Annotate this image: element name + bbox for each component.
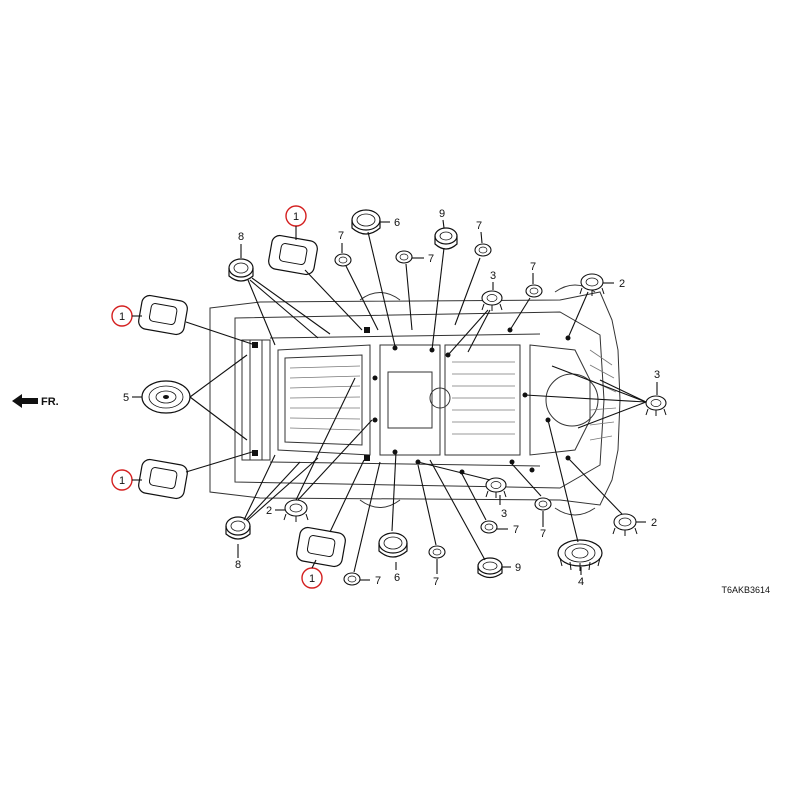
svg-text:7: 7	[433, 576, 439, 588]
svg-text:8: 8	[238, 231, 244, 243]
front-indicator-label: FR.	[41, 396, 59, 408]
svg-text:7: 7	[375, 575, 381, 587]
plug-7-bottom-c-icon	[480, 520, 498, 534]
callout-3-right: 3	[654, 369, 660, 395]
svg-text:9: 9	[439, 208, 445, 220]
callout-7-bottom-d: 7	[540, 511, 546, 540]
callout-6-bottom: 6	[394, 562, 400, 584]
svg-text:1: 1	[119, 475, 125, 487]
callout-6-top: 6	[380, 217, 400, 229]
svg-text:1: 1	[119, 311, 125, 323]
callout-9-top: 8	[238, 231, 244, 258]
plug-7-top-a-icon	[334, 253, 352, 267]
plug-7-top-c-icon	[474, 243, 492, 257]
svg-text:2: 2	[619, 278, 625, 290]
plug-8-bottom-icon	[477, 557, 503, 579]
callout-7-top-c: 7	[476, 220, 483, 244]
callout-1-left-lower: 1	[111, 469, 142, 491]
plug-3-top-icon	[481, 290, 503, 311]
grommet-1-left-upper-icon	[138, 294, 188, 336]
vehicle-underbody	[209, 284, 621, 516]
plug-2-right-bottom-icon	[612, 513, 638, 536]
svg-text:5: 5	[123, 392, 129, 404]
svg-text:7: 7	[428, 253, 434, 265]
svg-text:1: 1	[293, 211, 299, 223]
callout-4: 4	[578, 567, 584, 588]
plug-9-bottom-icon	[225, 516, 251, 540]
front-arrow-icon	[12, 394, 38, 408]
grommet-1-top-icon	[268, 234, 318, 276]
callout-3-bottom: 3	[499, 495, 507, 520]
plug-4-icon	[557, 539, 603, 571]
svg-text:7: 7	[530, 261, 536, 273]
svg-text:6: 6	[394, 217, 400, 229]
callout-7-top-b: 7	[412, 253, 434, 265]
plug-9-top-icon	[228, 258, 254, 282]
svg-text:9: 9	[515, 562, 521, 574]
callout-2-right-bottom: 2	[636, 517, 657, 529]
svg-text:3: 3	[490, 270, 496, 282]
callout-7-bottom-b: 7	[433, 559, 439, 588]
grommet-1-bottom-icon	[296, 526, 346, 568]
plug-5-icon	[141, 380, 191, 414]
plug-7-top-d-icon	[525, 284, 543, 298]
plug-3-right-icon	[645, 395, 667, 416]
plug-7-bottom-a-icon	[343, 572, 361, 586]
svg-text:2: 2	[651, 517, 657, 529]
svg-text:8: 8	[235, 559, 241, 571]
plug-8-top-icon	[434, 227, 458, 250]
svg-text:4: 4	[578, 576, 584, 588]
callout-3-top: 3	[490, 270, 496, 290]
callout-7-top-d: 7	[530, 261, 536, 284]
plug-3-bottom-icon	[485, 477, 507, 498]
svg-text:7: 7	[513, 524, 519, 536]
svg-text:7: 7	[476, 220, 482, 232]
leader-lines	[185, 231, 647, 573]
plug-2-right-top-icon	[579, 273, 605, 296]
callout-8-bottom: 9	[502, 562, 521, 574]
plug-7-top-b-icon	[395, 250, 413, 264]
svg-text:2: 2	[266, 505, 272, 517]
callout-9-bottom: 8	[235, 544, 241, 571]
callout-7-bottom-c: 7	[497, 524, 519, 536]
grommet-1-left-lower-icon	[138, 458, 188, 500]
plug-7-bottom-b-icon	[428, 545, 446, 559]
callout-5: 5	[123, 392, 142, 404]
callout-2-left-bottom: 2	[266, 505, 285, 517]
svg-text:7: 7	[338, 230, 344, 242]
svg-text:7: 7	[540, 528, 546, 540]
plug-2-left-bottom-icon	[283, 499, 309, 522]
svg-text:3: 3	[654, 369, 660, 381]
plug-6-bottom-icon	[378, 532, 408, 558]
callout-1-bottom: 1	[301, 559, 323, 589]
callout-2-right-top: 2	[603, 278, 625, 290]
plug-6-top-icon	[351, 209, 381, 235]
callout-7-top-a: 7	[338, 230, 344, 253]
svg-text:3: 3	[501, 508, 507, 520]
callout-1-top: 1	[285, 205, 307, 240]
diagram-code: T6AKB3614	[721, 585, 770, 595]
callout-8-top: 9	[439, 208, 445, 229]
plug-7-bottom-d-icon	[534, 497, 552, 511]
svg-text:6: 6	[394, 572, 400, 584]
callout-7-bottom-a: 7	[360, 575, 381, 587]
svg-text:1: 1	[309, 573, 315, 585]
callout-1-left-upper: 1	[111, 305, 142, 327]
